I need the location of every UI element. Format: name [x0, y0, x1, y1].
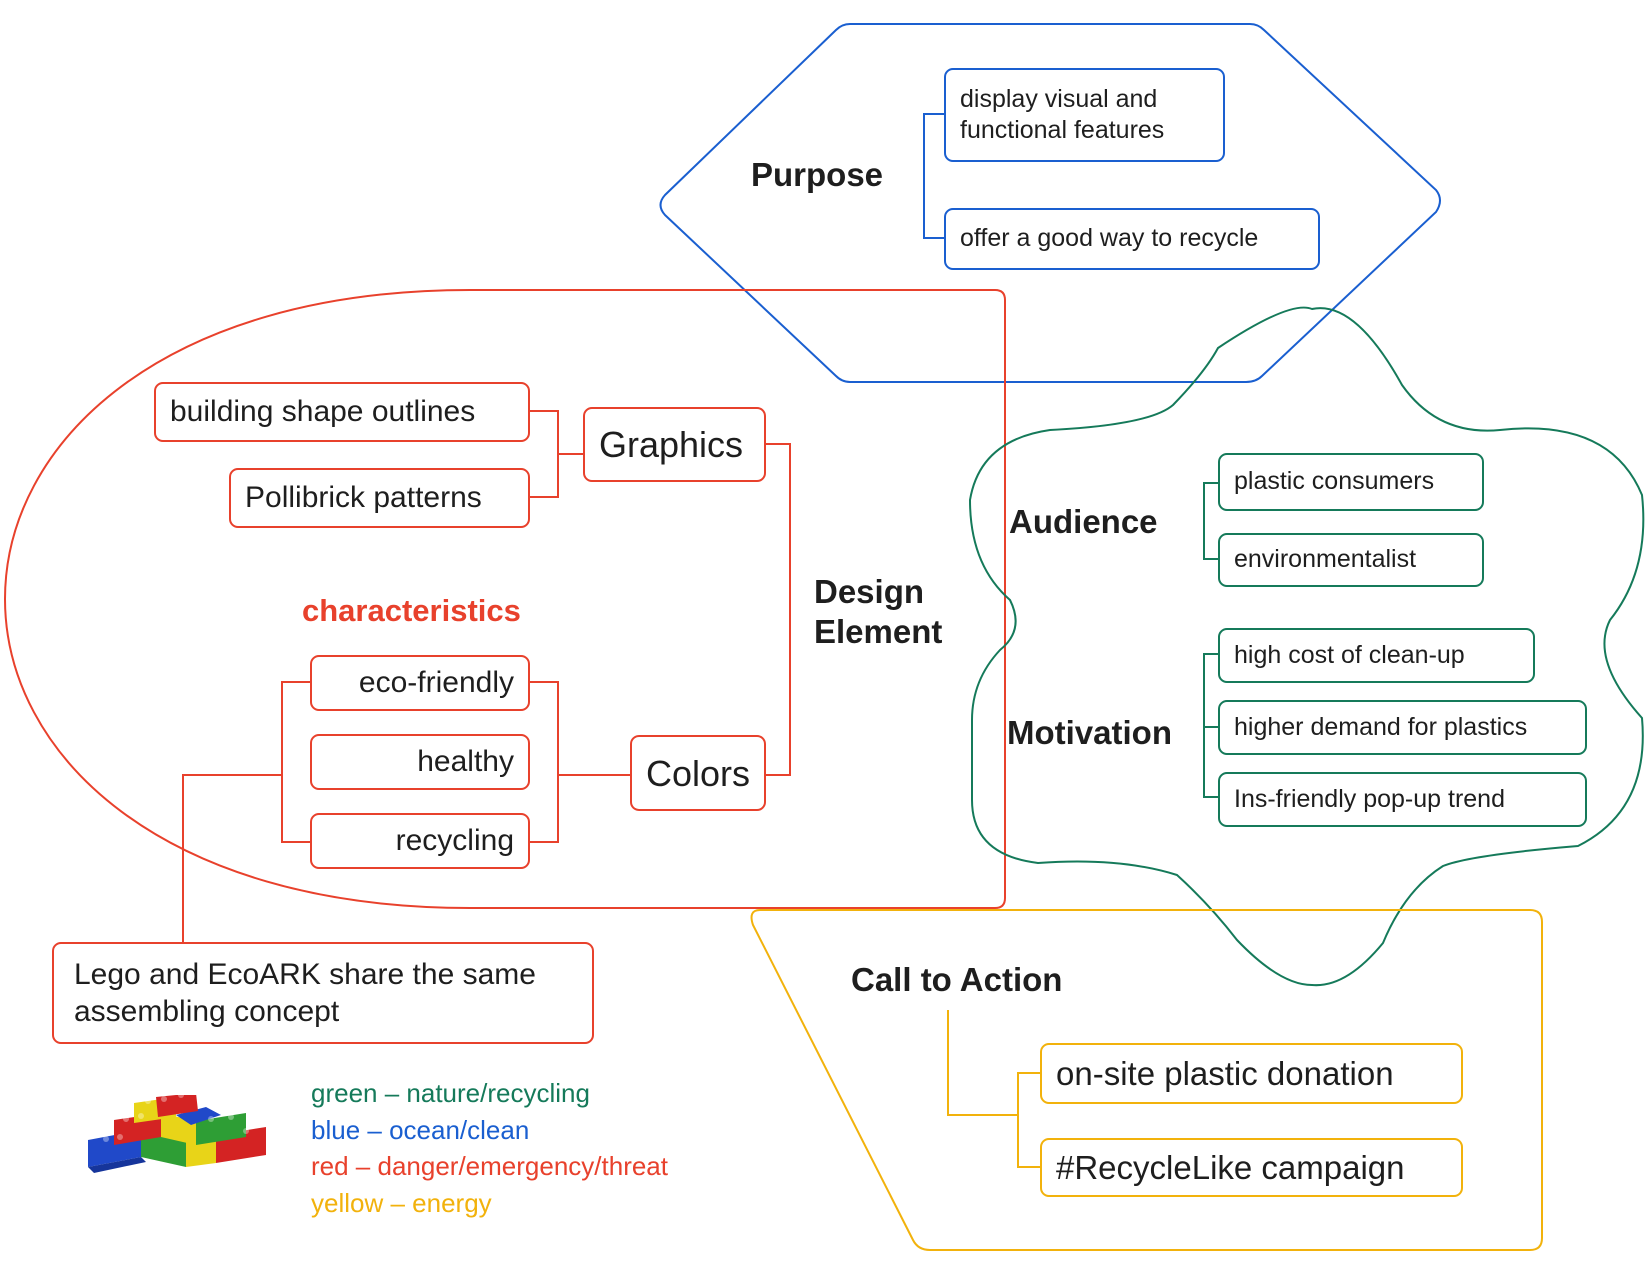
- motivation-item-demand: higher demand for plastics: [1218, 700, 1587, 755]
- cta-connectors: [947, 1010, 1040, 1168]
- color-item-healthy: healthy: [310, 734, 530, 790]
- purpose-connectors: [923, 113, 944, 239]
- purpose-item-display: display visual and functional features: [944, 68, 1225, 162]
- lego-bricks-icon: [88, 1095, 266, 1173]
- design-region-outline: [4, 289, 1006, 909]
- lego-note: Lego and EcoARK share the same assemblin…: [52, 942, 594, 1044]
- motivation-item-cleanup: high cost of clean-up: [1218, 628, 1535, 683]
- cta-item-campaign: #RecycleLike campaign: [1040, 1138, 1463, 1197]
- cta-region-outline: [750, 909, 1543, 1251]
- graphics-item-outlines: building shape outlines: [154, 382, 530, 442]
- motivation-title: Motivation: [1007, 714, 1172, 751]
- characteristics-label: characteristics: [302, 593, 521, 628]
- motivation-item-popup: Ins-friendly pop-up trend: [1218, 772, 1587, 827]
- purpose-region-outline: [659, 23, 1441, 383]
- design-connectors: [182, 410, 791, 942]
- design-element-title: Design Element: [814, 573, 943, 650]
- audience-item-environmentalist: environmentalist: [1218, 533, 1484, 587]
- colors-node: Colors: [630, 735, 766, 811]
- audience-title: Audience: [1009, 503, 1158, 540]
- purpose-title: Purpose: [751, 156, 884, 193]
- audience-connectors: [1203, 482, 1218, 798]
- color-item-eco-friendly: eco-friendly: [310, 655, 530, 711]
- color-item-recycling: recycling: [310, 813, 530, 869]
- legend-green: green – nature/recycling: [311, 1078, 590, 1108]
- purpose-item-recycle: offer a good way to recycle: [944, 208, 1320, 270]
- cta-item-donation: on-site plastic donation: [1040, 1043, 1463, 1104]
- graphics-item-patterns: Pollibrick patterns: [229, 468, 530, 528]
- legend-red: red – danger/emergency/threat: [311, 1151, 668, 1181]
- cta-title: Call to Action: [851, 961, 1063, 998]
- audience-region-outline: [968, 306, 1645, 987]
- legend-yellow: yellow – energy: [311, 1188, 492, 1218]
- legend-blue: blue – ocean/clean: [311, 1115, 530, 1145]
- graphics-node: Graphics: [583, 407, 766, 482]
- audience-item-consumers: plastic consumers: [1218, 453, 1484, 511]
